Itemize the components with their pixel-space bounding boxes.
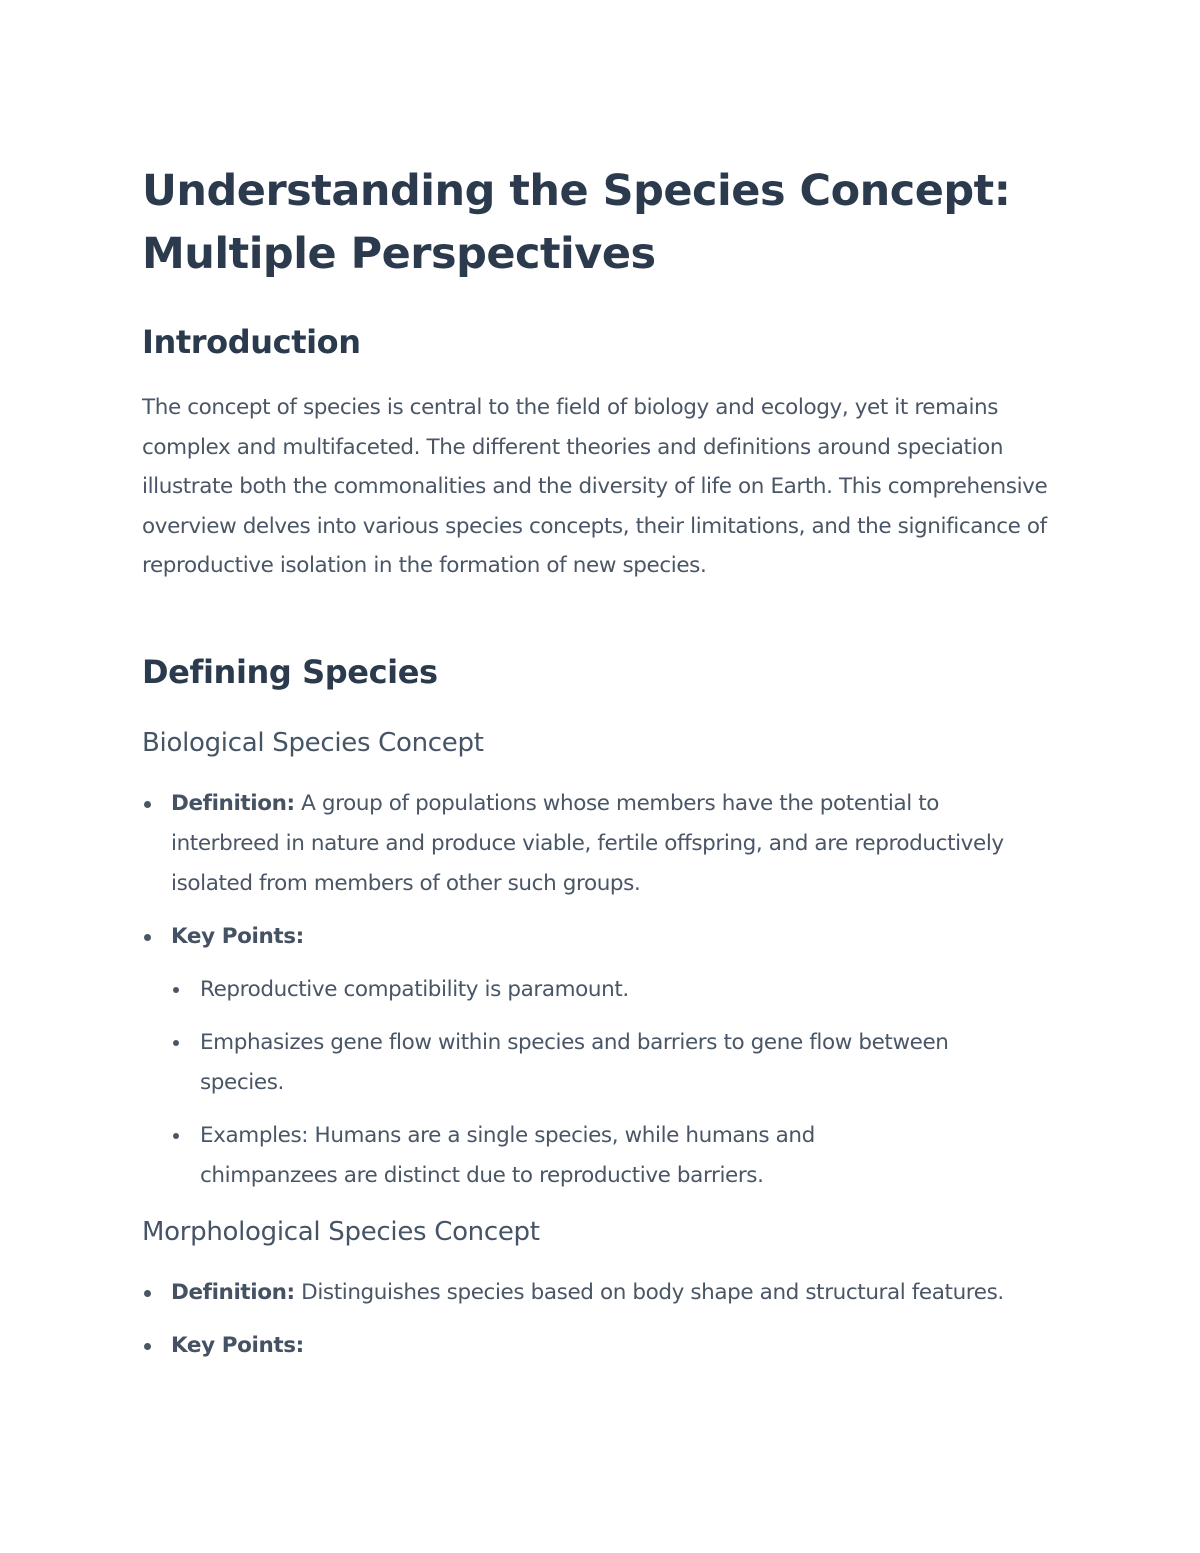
document-title: Understanding the Species Concept: Multi…	[142, 160, 1011, 286]
list-item-key-point: Examples: Humans are a single species, w…	[142, 1116, 940, 1196]
list-item-key-points: Key Points:	[142, 917, 1042, 957]
bullet-icon	[173, 987, 179, 993]
list-item-key-points: Key Points:	[142, 1326, 1042, 1366]
key-points-label: Key Points:	[171, 924, 304, 949]
list-item-key-point: Emphasizes gene flow within species and …	[142, 1023, 970, 1103]
definition-text: Distinguishes species based on body shap…	[294, 1280, 1004, 1305]
definition-label: Definition:	[171, 791, 295, 816]
list-item-definition: Definition: Distinguishes species based …	[142, 1273, 1031, 1313]
document-title-line-2: Multiple Perspectives	[142, 229, 656, 279]
section-heading-introduction: Introduction	[142, 323, 361, 361]
biological-concept-list: Definition: A group of populations whose…	[142, 784, 1042, 1196]
list-item-key-point: Reproductive compatibility is paramount.	[142, 970, 1042, 1010]
section-heading-defining-species: Defining Species	[142, 653, 438, 691]
definition-text: A group of populations whose members hav…	[171, 791, 1004, 896]
document-title-line-1: Understanding the Species Concept:	[142, 166, 1011, 216]
introduction-paragraph: The concept of species is central to the…	[142, 395, 1048, 578]
key-point-text: Examples: Humans are a single species, w…	[200, 1123, 815, 1188]
definition-label: Definition:	[171, 1280, 295, 1305]
morphological-concept-list: Definition: Distinguishes species based …	[142, 1273, 1042, 1366]
bullet-icon	[173, 1133, 179, 1139]
bullet-icon	[144, 1290, 151, 1297]
key-point-text: Emphasizes gene flow within species and …	[200, 1030, 949, 1095]
key-point-text: Reproductive compatibility is paramount.	[200, 977, 629, 1002]
subsection-heading-morphological-species-concept: Morphological Species Concept	[142, 1217, 540, 1247]
bullet-icon	[173, 1040, 179, 1046]
key-points-label: Key Points:	[171, 1333, 304, 1358]
subsection-heading-biological-species-concept: Biological Species Concept	[142, 728, 484, 758]
list-item-definition: Definition: A group of populations whose…	[142, 784, 1031, 904]
bullet-icon	[144, 934, 151, 941]
bullet-icon	[144, 1343, 151, 1350]
bullet-icon	[144, 801, 151, 808]
